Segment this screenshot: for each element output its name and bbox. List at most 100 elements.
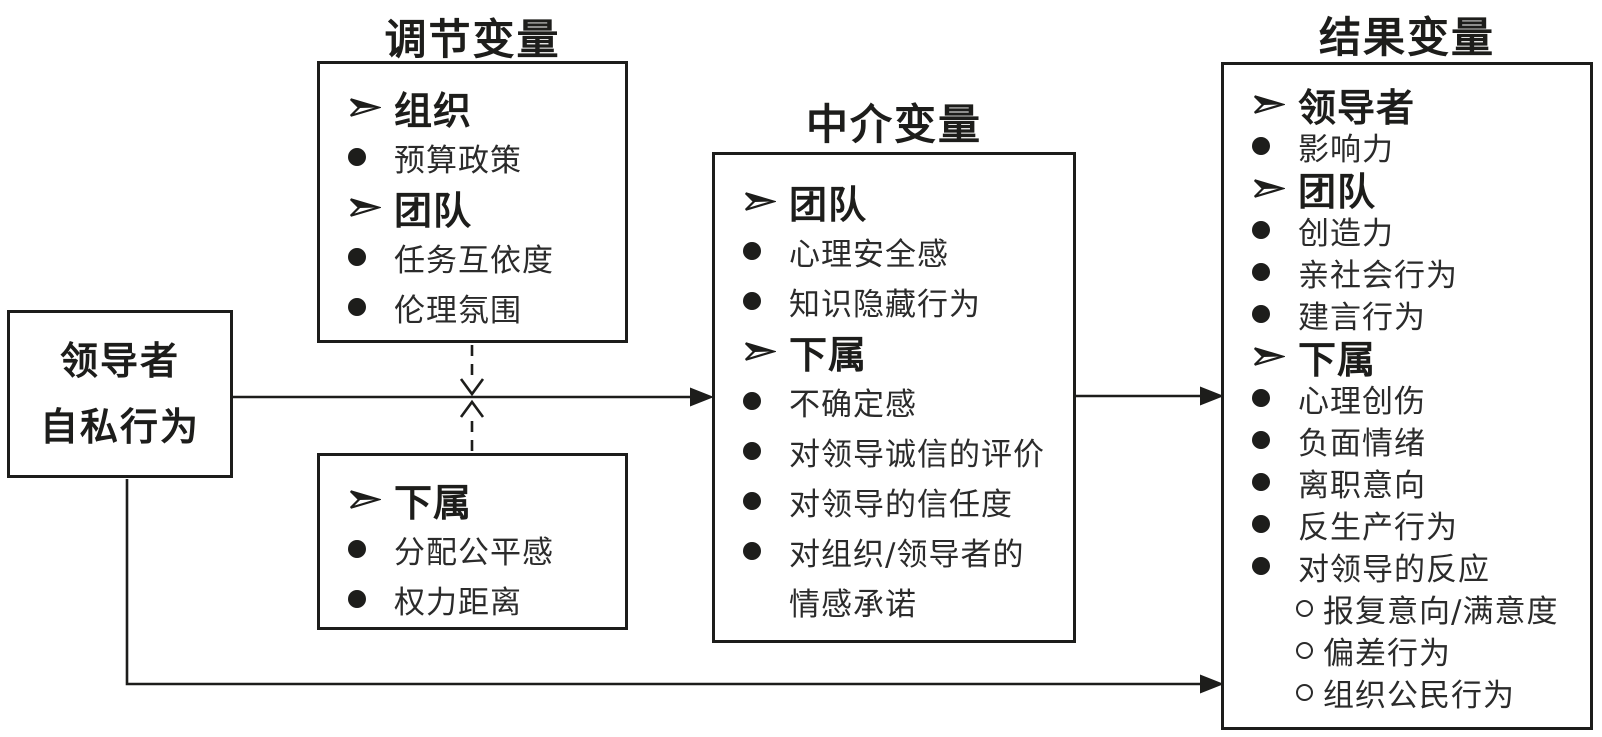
mediator-variables-title: 中介变量 <box>805 100 982 149</box>
filled-bullet-icon <box>348 248 394 266</box>
filled-bullet-icon <box>743 542 789 560</box>
item-row: 偏差行为 <box>1224 629 1590 672</box>
item-row: 组织公民行为 <box>1224 671 1590 714</box>
item-label: 对领导的信任度 <box>789 486 1013 523</box>
filled-bullet-icon <box>743 442 789 460</box>
filled-bullet-icon <box>348 298 394 316</box>
item-label: 负面情绪 <box>1298 425 1426 462</box>
filled-bullet-icon <box>348 148 394 166</box>
filled-bullet-icon <box>348 590 394 608</box>
item-row: 离职意向 <box>1224 461 1590 504</box>
arrowhead-marker-icon <box>348 195 394 220</box>
arrowhead-marker-icon <box>348 95 394 120</box>
category-row: 领导者 <box>1224 83 1590 130</box>
filled-bullet-icon <box>743 292 789 310</box>
filled-bullet-icon <box>743 242 789 260</box>
filled-bullet-icon <box>1252 473 1298 491</box>
item-label: 团队 <box>1298 169 1377 214</box>
item-label: 亲社会行为 <box>1298 257 1458 294</box>
item-label: 下属 <box>789 332 868 377</box>
category-row: 下属 <box>715 326 1073 377</box>
item-row: 对组织/领导者的 <box>715 526 1073 576</box>
item-row: 创造力 <box>1224 209 1590 252</box>
mediator-box: 团队心理安全感知识隐藏行为下属不确定感对领导诚信的评价对领导的信任度对组织/领导… <box>712 152 1076 643</box>
arrowhead-marker-icon <box>1252 92 1298 117</box>
item-label: 不确定感 <box>789 386 917 423</box>
arrowhead-marker-icon <box>1252 344 1298 369</box>
filled-bullet-icon <box>1252 137 1298 155</box>
moderator-box: 组织预算政策团队任务互依度伦理氛围 <box>317 61 628 343</box>
item-label: 情感承诺 <box>789 586 917 623</box>
moderator-chevron-up-icon <box>459 399 485 418</box>
antecedent-box: 领导者 自私行为 <box>7 310 233 478</box>
item-label: 下属 <box>1298 337 1377 382</box>
item-row: 报复意向/满意度 <box>1224 587 1590 630</box>
antecedent-line1: 领导者 <box>59 339 180 383</box>
arrowhead-marker-icon <box>743 189 789 214</box>
filled-bullet-icon <box>1252 557 1298 575</box>
moderator-chevron-down-icon <box>459 378 485 397</box>
item-label: 组织公民行为 <box>1323 677 1515 714</box>
item-label: 对领导的反应 <box>1298 551 1490 588</box>
item-label: 下属 <box>394 480 473 525</box>
arrowhead-to-mediator-icon <box>690 387 714 407</box>
outcome-variables-title: 结果变量 <box>1318 13 1495 62</box>
arrowhead-marker-icon <box>1252 176 1298 201</box>
open-bullet-icon <box>1296 599 1323 617</box>
item-row: 知识隐藏行为 <box>715 276 1073 326</box>
item-row: 情感承诺 <box>715 576 1073 626</box>
item-label: 分配公平感 <box>394 534 554 571</box>
item-label: 建言行为 <box>1298 299 1426 336</box>
item-row: 预算政策 <box>320 132 625 182</box>
item-label: 团队 <box>394 188 473 233</box>
item-label: 离职意向 <box>1298 467 1426 504</box>
filled-bullet-icon <box>743 392 789 410</box>
item-row: 任务互依度 <box>320 232 625 282</box>
item-label: 伦理氛围 <box>394 292 522 329</box>
item-row: 反生产行为 <box>1224 503 1590 546</box>
item-label: 对组织/领导者的 <box>789 536 1025 573</box>
item-label: 知识隐藏行为 <box>789 286 981 323</box>
outcome-box: 领导者影响力团队创造力亲社会行为建言行为下属心理创伤负面情绪离职意向反生产行为对… <box>1221 62 1593 730</box>
moderator-variables-title: 调节变量 <box>384 15 561 64</box>
filled-bullet-icon <box>1252 389 1298 407</box>
item-label: 领导者 <box>1298 85 1416 130</box>
item-row: 亲社会行为 <box>1224 251 1590 294</box>
filled-bullet-icon <box>1252 263 1298 281</box>
item-row: 建言行为 <box>1224 293 1590 336</box>
item-label: 反生产行为 <box>1298 509 1458 546</box>
item-row: 对领导的反应 <box>1224 545 1590 588</box>
filled-bullet-icon <box>1252 515 1298 533</box>
antecedent-line2: 自私行为 <box>39 405 200 449</box>
category-row: 下属 <box>1224 335 1590 382</box>
item-label: 心理创伤 <box>1298 383 1426 420</box>
item-label: 报复意向/满意度 <box>1323 593 1559 630</box>
filled-bullet-icon <box>348 540 394 558</box>
category-row: 团队 <box>1224 167 1590 214</box>
open-bullet-icon <box>1296 641 1323 659</box>
filled-bullet-icon <box>1252 221 1298 239</box>
item-label: 团队 <box>789 182 868 227</box>
filled-bullet-icon <box>1252 431 1298 449</box>
category-row: 下属 <box>320 474 625 525</box>
item-row: 伦理氛围 <box>320 282 625 332</box>
item-label: 权力距离 <box>394 584 522 621</box>
open-bullet-icon <box>1296 683 1323 701</box>
item-label: 创造力 <box>1298 215 1394 252</box>
category-row: 团队 <box>320 182 625 233</box>
item-row: 影响力 <box>1224 125 1590 168</box>
arrowhead-marker-icon <box>348 487 394 512</box>
item-row: 心理安全感 <box>715 226 1073 276</box>
item-label: 任务互依度 <box>394 242 554 279</box>
item-label: 偏差行为 <box>1323 635 1451 672</box>
item-row: 对领导的信任度 <box>715 476 1073 526</box>
item-row: 心理创伤 <box>1224 377 1590 420</box>
item-row: 分配公平感 <box>320 524 625 574</box>
arrowhead-marker-icon <box>743 339 789 364</box>
category-row: 团队 <box>715 176 1073 227</box>
item-label: 影响力 <box>1298 131 1394 168</box>
item-row: 权力距离 <box>320 574 625 624</box>
item-row: 负面情绪 <box>1224 419 1590 462</box>
item-label: 组织 <box>394 88 473 133</box>
